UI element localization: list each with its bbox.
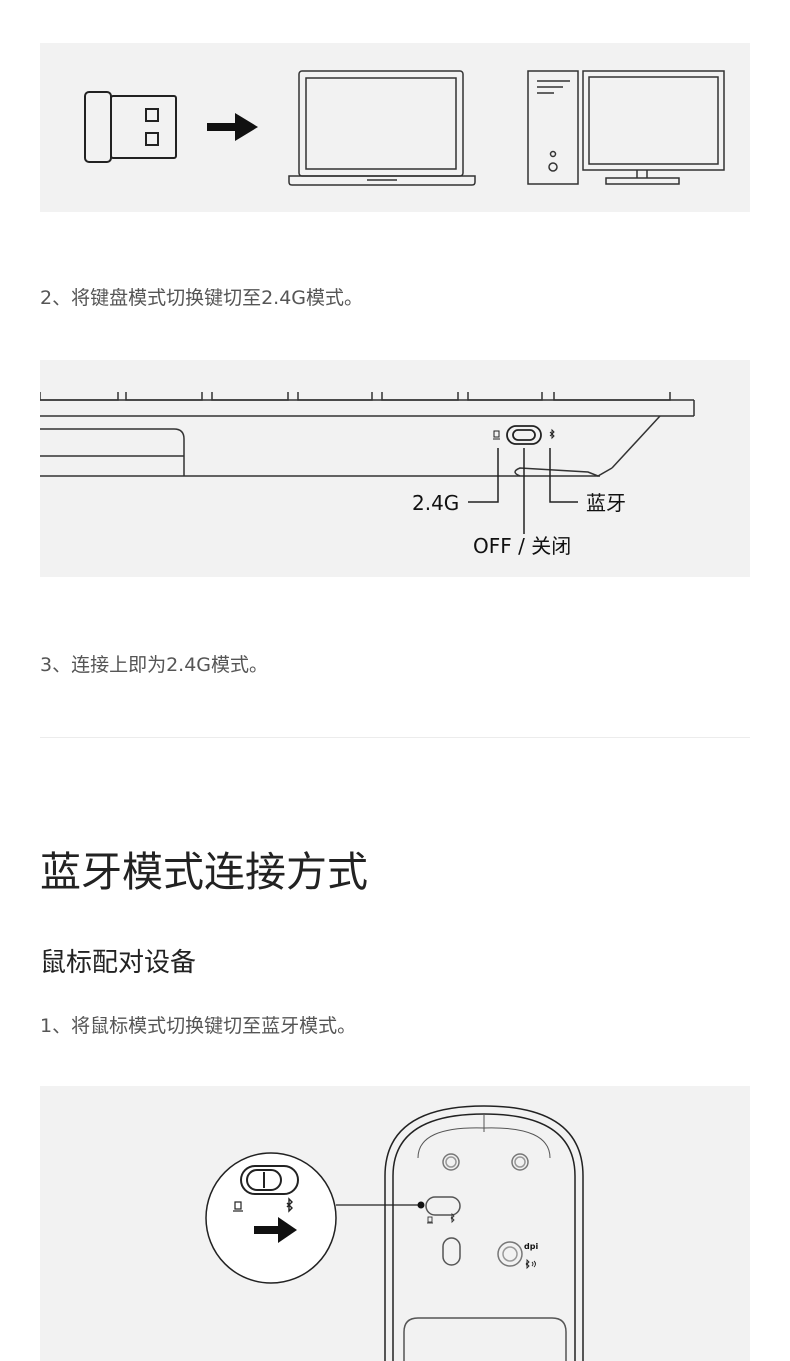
section-title: 蓝牙模式连接方式: [40, 848, 368, 896]
receiver-illustration: [84, 70, 725, 186]
desktop-tower-icon: [527, 70, 579, 185]
receiver-illustration-panel: [40, 43, 750, 212]
arrow-right-icon: [207, 113, 258, 141]
section-divider: [40, 737, 750, 738]
mouse-switch-panel: dpi: [40, 1086, 750, 1361]
receiver-small-icon: [493, 430, 500, 440]
bluetooth-small-icon: [450, 1212, 455, 1224]
usb-receiver-icon: [84, 91, 177, 163]
monitor-icon: [582, 70, 725, 185]
receiver-small-icon: [233, 1201, 243, 1212]
mouse-switch-illustration: dpi: [205, 1105, 584, 1361]
keyboard-step-3: 3、连接上即为2.4G模式。: [40, 654, 269, 676]
keyboard-switch-illustration: 2.4G 蓝牙 OFF / 关闭: [40, 392, 695, 558]
mouse-underside: [384, 1105, 584, 1361]
mouse-step-1: 1、将鼠标模式切换键切至蓝牙模式。: [40, 1015, 357, 1037]
label-24g: 2.4G: [412, 491, 459, 515]
switch-leader-lines: [468, 448, 578, 534]
keyboard-step-2: 2、将键盘模式切换键切至2.4G模式。: [40, 287, 364, 309]
label-off: OFF / 关闭: [473, 534, 571, 558]
bluetooth-small-icon: [286, 1197, 293, 1213]
bluetooth-pair-icon: [525, 1258, 536, 1270]
keyboard-side-view: [40, 392, 695, 477]
arrow-right-icon: [254, 1217, 297, 1243]
section-subtitle: 鼠标配对设备: [40, 948, 197, 978]
keyboard-mode-switch: [506, 425, 542, 445]
dpi-label: dpi: [524, 1242, 538, 1251]
switch-pointer-dot: [417, 1201, 425, 1209]
keyboard-switch-panel: 2.4G 蓝牙 OFF / 关闭: [40, 360, 750, 577]
laptop-icon: [288, 70, 476, 186]
label-bluetooth: 蓝牙: [586, 491, 626, 515]
bluetooth-small-icon: [549, 428, 555, 440]
receiver-small-icon: [427, 1216, 433, 1224]
switch-zoom-callout: [205, 1152, 418, 1284]
